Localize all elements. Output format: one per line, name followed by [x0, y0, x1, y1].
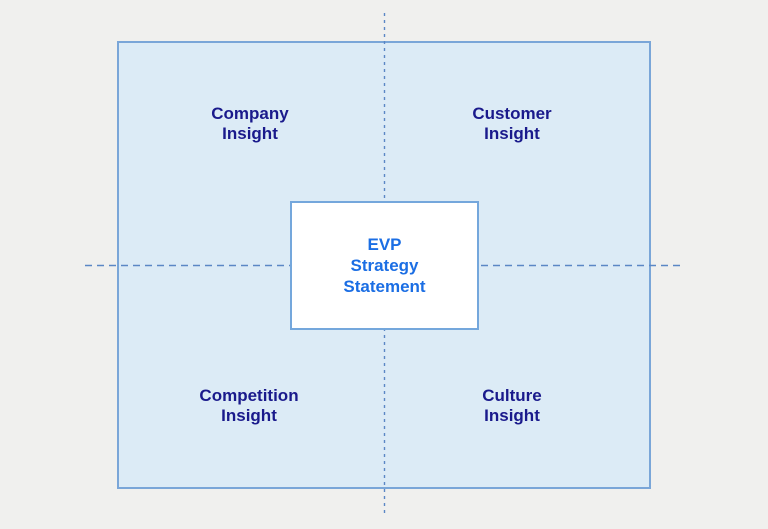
evp-statement-label: EVP Strategy Statement — [343, 235, 426, 296]
quadrant-label-competition-insight: Competition Insight — [199, 386, 299, 425]
quadrant-label-customer-insight: Customer Insight — [472, 104, 552, 143]
quadrant-label-culture-insight: Culture Insight — [482, 386, 542, 425]
evp-statement-box: EVP Strategy Statement — [290, 201, 479, 330]
quadrant-label-company-insight: Company Insight — [211, 104, 289, 143]
